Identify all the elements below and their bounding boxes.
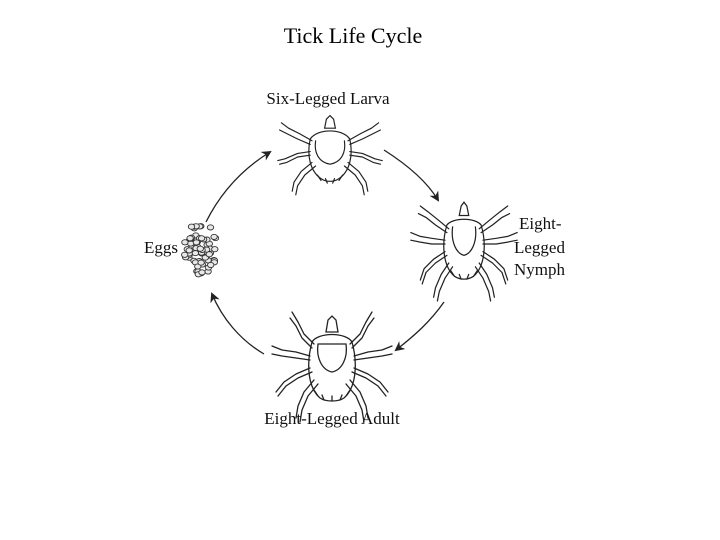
nymph-label-line-3: Nymph (514, 260, 566, 279)
arrow-adult-to-eggs (212, 294, 264, 354)
egg (197, 246, 203, 251)
arrow-eggs-to-larva (206, 152, 270, 222)
egg (187, 236, 193, 241)
egg (198, 236, 204, 241)
egg (207, 225, 213, 230)
nymph-illustration (411, 202, 517, 301)
egg (206, 252, 212, 257)
nymph-label-line-1: Eight- (519, 214, 562, 233)
egg (199, 270, 205, 275)
arrow-nymph-to-adult (396, 302, 444, 350)
arrow-larva-to-nymph (384, 150, 438, 200)
egg (186, 248, 192, 253)
eggs-label: Eggs (144, 238, 178, 257)
larva-illustration (278, 116, 382, 195)
egg (188, 224, 194, 229)
nymph-label-line-2: Legged (514, 238, 565, 257)
adult-illustration (272, 312, 392, 422)
egg (182, 240, 188, 245)
egg (208, 262, 214, 267)
egg (212, 247, 218, 252)
egg (211, 234, 217, 239)
egg-cluster-illustration (182, 224, 219, 277)
larva-label: Six-Legged Larva (266, 89, 390, 108)
egg (192, 251, 198, 256)
egg (193, 240, 199, 245)
egg (198, 260, 204, 265)
adult-label: Eight-Legged Adult (264, 409, 400, 428)
